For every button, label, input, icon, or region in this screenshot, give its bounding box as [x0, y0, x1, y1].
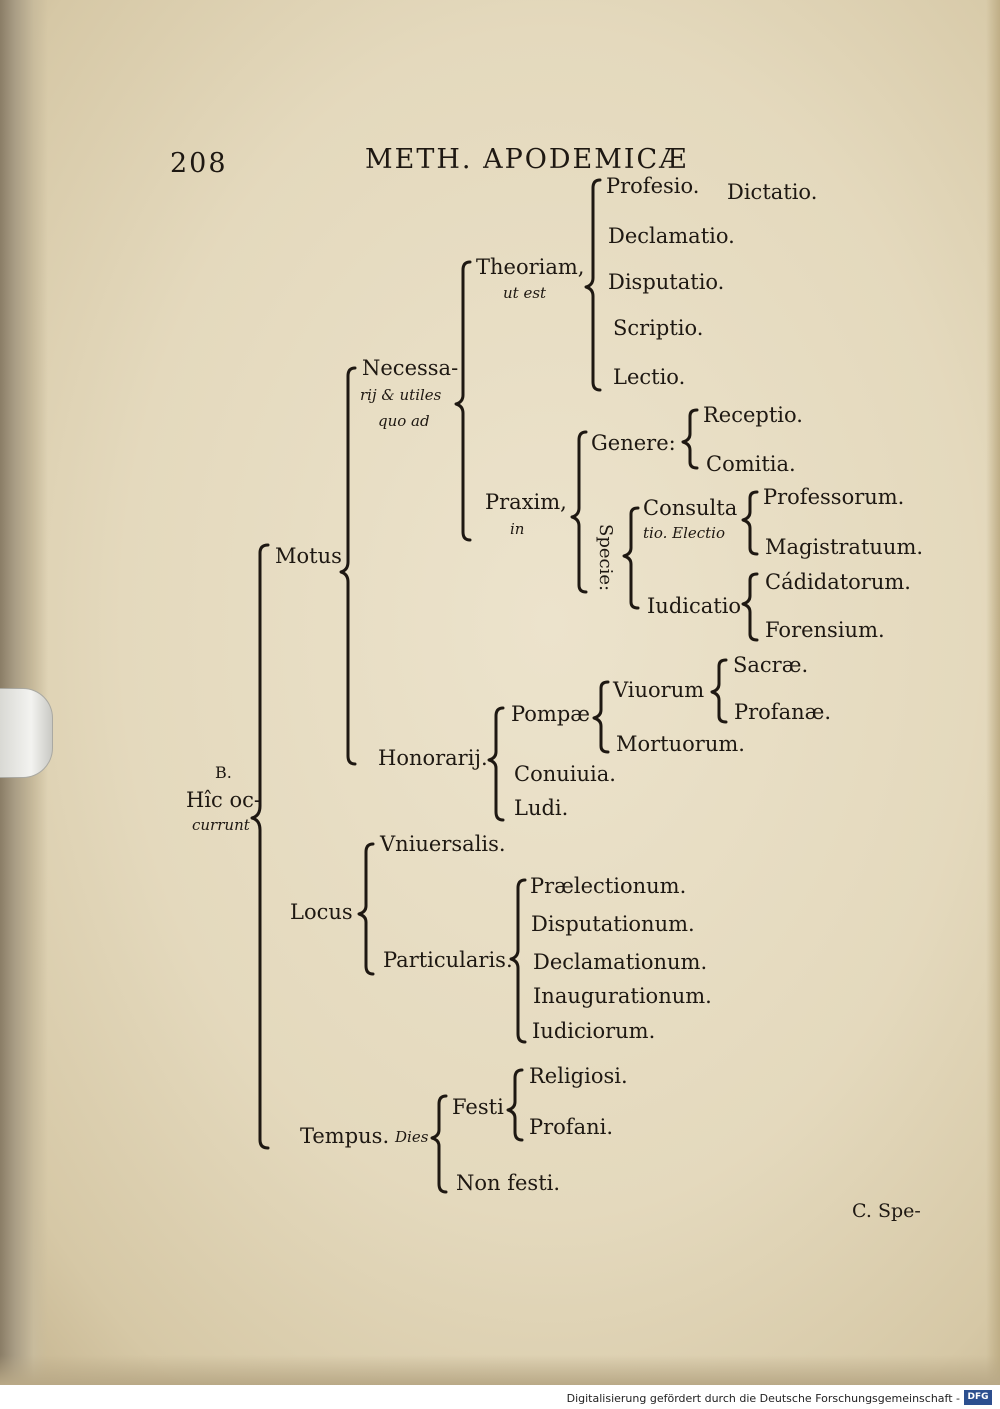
bracket-theoriam: [584, 178, 602, 392]
node-viuorum: Viuorum: [613, 678, 705, 702]
bracket-praxim: [570, 430, 588, 594]
running-title: METH. APODEMICÆ: [365, 144, 689, 175]
node-consultatio-line2: tio. Electio: [643, 524, 726, 542]
leaf-vniuersalis: Vniuersalis.: [380, 832, 506, 856]
node-genere: Genere:: [591, 431, 676, 455]
node-theoriam: Theoriam,: [476, 255, 585, 279]
leaf-lectio: Lectio.: [613, 365, 686, 389]
leaf-disputatio: Disputatio.: [608, 270, 725, 294]
bracket-motus: [339, 366, 357, 766]
node-motus: Motus: [275, 544, 342, 568]
node-pompae: Pompæ: [511, 702, 591, 726]
leaf-iudiciorum: Iudiciorum.: [532, 1019, 656, 1043]
bracket-root: [250, 543, 270, 1150]
node-necessarij-line2: rij & utiles: [360, 386, 442, 404]
bracket-festi: [506, 1068, 524, 1142]
leaf-declamationum: Declamationum.: [533, 950, 708, 974]
catchword: C. Spe-: [852, 1200, 921, 1222]
leaf-disputationum: Disputationum.: [531, 912, 695, 936]
leaf-dictatio: Dictatio.: [727, 180, 818, 204]
leaf-sacrae: Sacræ.: [733, 653, 809, 677]
bracket-honorarij: [487, 706, 505, 822]
footer-bar: [0, 1385, 1000, 1409]
dfg-logo: DFG: [964, 1390, 992, 1405]
leaf-profanae: Profanæ.: [734, 700, 832, 724]
bracket-iudicatio: [741, 572, 759, 642]
root-label-line1: Hîc oc-: [186, 788, 261, 812]
leaf-praelectionum: Prælectionum.: [530, 874, 687, 898]
node-festi: Festi: [452, 1095, 504, 1119]
footer-credit: Digitalisierung gefördert durch die Deut…: [566, 1392, 960, 1405]
root-label-line2: currunt: [192, 816, 250, 834]
leaf-religiosi: Religiosi.: [529, 1064, 628, 1088]
root-marker: B.: [215, 763, 232, 782]
leaf-candidatorum: Cádidatorum.: [765, 570, 911, 594]
leaf-mortuorum: Mortuorum.: [616, 732, 745, 756]
node-praxim: Praxim,: [485, 490, 567, 514]
bottom-edge-shadow: [0, 1355, 1000, 1385]
node-dies: Dies: [395, 1128, 429, 1146]
bracket-specie: [622, 506, 640, 610]
node-iudicatio: Iudicatio: [647, 594, 742, 618]
leaf-profani: Profani.: [529, 1115, 614, 1139]
bracket-locus: [357, 842, 375, 976]
node-ut-est: ut est: [503, 284, 547, 302]
leaf-receptio: Receptio.: [703, 403, 803, 427]
bracket-pompae: [592, 680, 610, 754]
node-necessarij-line3: quo ad: [378, 412, 430, 430]
page-edge-shadow: [986, 0, 1000, 1385]
leaf-comitia: Comitia.: [706, 452, 796, 476]
node-necessarij-line1: Necessa-: [362, 356, 459, 380]
bracket-viuorum: [710, 658, 728, 724]
leaf-conuiuia: Conuiuia.: [514, 762, 616, 786]
leaf-magistratuum: Magistratuum.: [765, 535, 924, 559]
bracket-necessarij: [454, 260, 472, 542]
node-specie: Specie:: [595, 524, 616, 592]
leaf-forensium: Forensium.: [765, 618, 885, 642]
leaf-inaugurationum: Inaugurationum.: [533, 984, 712, 1008]
leaf-declamatio: Declamatio.: [608, 224, 735, 248]
bracket-consultatio: [741, 490, 759, 556]
leaf-professorum: Professorum.: [763, 485, 905, 509]
leaf-ludi: Ludi.: [514, 796, 569, 820]
node-locus: Locus: [290, 900, 353, 924]
leaf-professio: Profesio.: [606, 174, 700, 198]
node-particularis: Particularis.: [383, 948, 513, 972]
page-clip: [0, 688, 53, 778]
node-honorarij: Honorarij.: [378, 746, 488, 770]
bracket-particularis: [509, 878, 527, 1044]
leaf-nonfesti: Non festi.: [456, 1171, 561, 1195]
node-in: in: [510, 520, 525, 538]
leaf-scriptio: Scriptio.: [613, 316, 704, 340]
node-consultatio-line1: Consulta: [643, 496, 738, 520]
node-tempus: Tempus.: [300, 1124, 390, 1148]
bracket-genere: [681, 408, 699, 470]
bracket-tempus: [430, 1094, 448, 1194]
page-number: 208: [170, 148, 228, 179]
